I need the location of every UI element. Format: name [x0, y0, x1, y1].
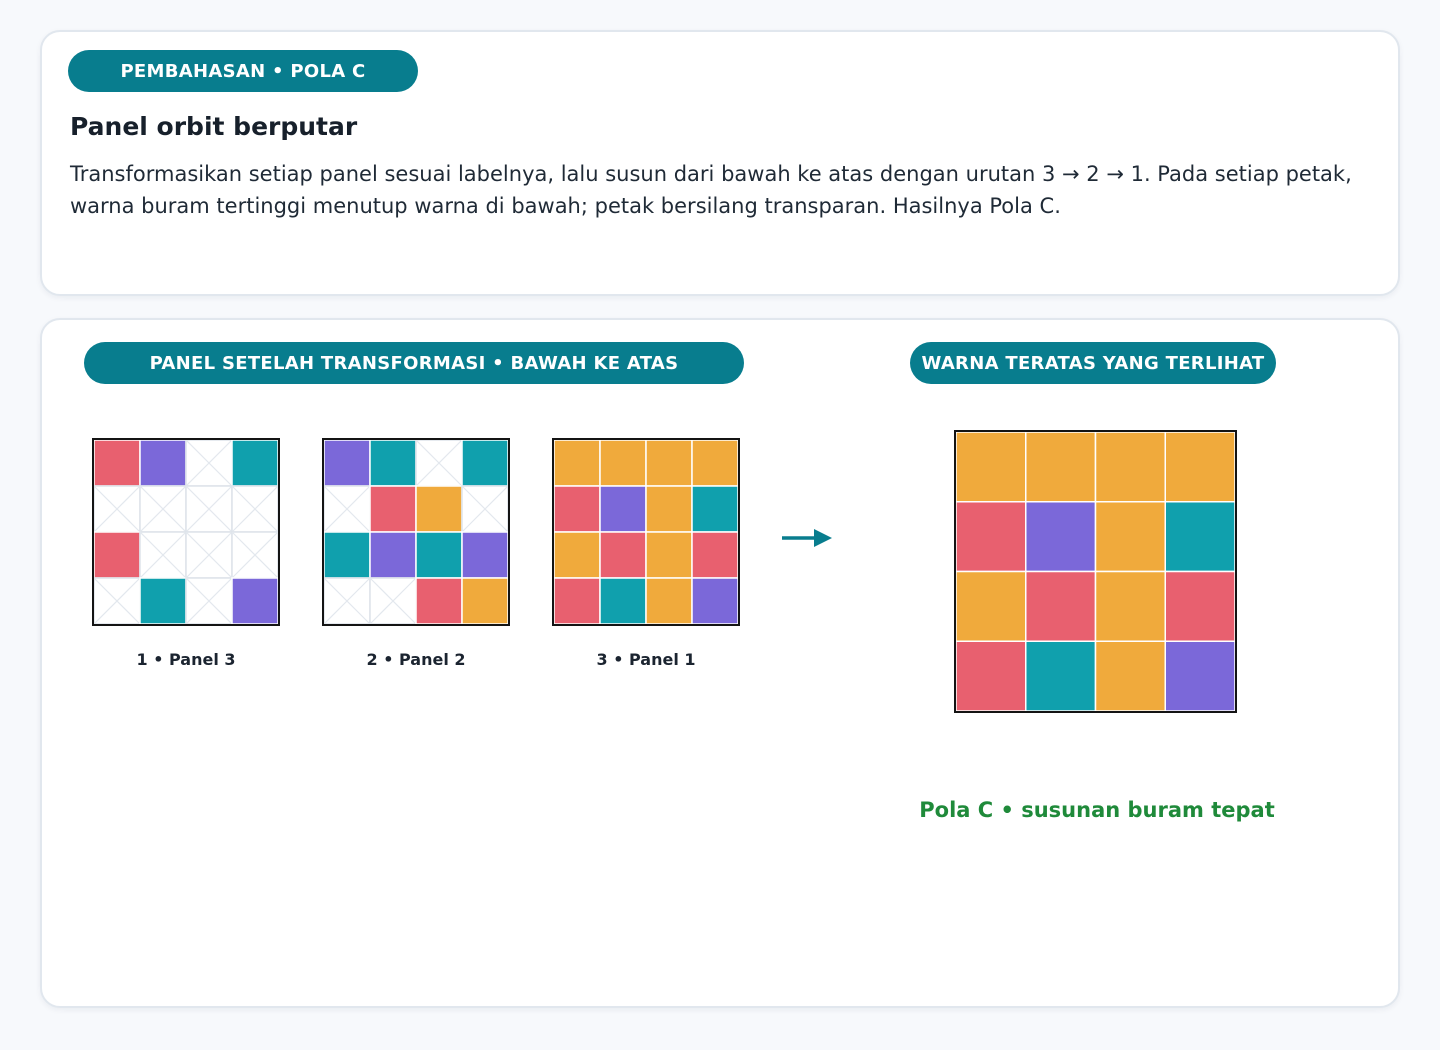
- transparent-cell: [369, 577, 417, 624]
- color-cell: [1094, 431, 1166, 503]
- color-cell: [1164, 431, 1236, 503]
- solution-card: PANEL SETELAH TRANSFORMASI • BAWAH KE AT…: [40, 318, 1400, 1008]
- transparent-cell: [185, 577, 233, 624]
- color-cell: [415, 485, 463, 533]
- explanation-card: PEMBAHASAN • POLA C Panel orbit berputar…: [40, 30, 1400, 296]
- transparent-cell: [185, 440, 233, 487]
- color-cell: [691, 531, 738, 579]
- color-cell: [324, 531, 371, 579]
- color-cell: [1025, 640, 1097, 712]
- transparent-cell: [324, 577, 371, 624]
- color-cell: [369, 531, 417, 579]
- color-cell: [1164, 640, 1236, 712]
- transparent-cell: [415, 440, 463, 487]
- transparent-cell: [139, 531, 187, 579]
- color-cell: [1025, 570, 1097, 642]
- panel-label-1: 1 • Panel 3: [136, 650, 236, 669]
- color-cell: [599, 577, 647, 624]
- color-cell: [1094, 640, 1166, 712]
- transparent-cell: [139, 485, 187, 533]
- color-cell: [231, 577, 278, 624]
- page-title: Panel orbit berputar: [70, 112, 358, 141]
- color-cell: [554, 531, 601, 579]
- instructions-text: Transformasikan setiap panel sesuai labe…: [70, 162, 1352, 218]
- transformed-panel-3: [552, 438, 740, 626]
- color-cell: [691, 440, 738, 487]
- result-header: WARNA TERATAS YANG TERLIHAT: [910, 342, 1276, 384]
- color-cell: [1094, 501, 1166, 573]
- color-cell: [139, 577, 187, 624]
- color-cell: [955, 570, 1027, 642]
- transformed-panel-2: [322, 438, 510, 626]
- transparent-cell: [94, 485, 141, 533]
- color-cell: [324, 440, 371, 487]
- color-cell: [231, 440, 278, 487]
- panel-label-3: 3 • Panel 1: [596, 650, 696, 669]
- color-cell: [955, 501, 1027, 573]
- color-cell: [94, 440, 141, 487]
- color-cell: [599, 440, 647, 487]
- color-cell: [1025, 431, 1097, 503]
- panel-label-2: 2 • Panel 2: [366, 650, 466, 669]
- color-cell: [461, 440, 508, 487]
- transparent-cell: [324, 485, 371, 533]
- color-cell: [645, 531, 693, 579]
- color-cell: [461, 531, 508, 579]
- color-cell: [1164, 501, 1236, 573]
- color-cell: [599, 485, 647, 533]
- transparent-cell: [185, 531, 233, 579]
- result-caption: Pola C • susunan buram tepat: [919, 798, 1275, 822]
- panels-header: PANEL SETELAH TRANSFORMASI • BAWAH KE AT…: [84, 342, 744, 384]
- color-cell: [691, 485, 738, 533]
- transparent-cell: [461, 485, 508, 533]
- color-cell: [645, 485, 693, 533]
- color-cell: [369, 440, 417, 487]
- color-cell: [369, 485, 417, 533]
- transparent-cell: [231, 485, 278, 533]
- color-cell: [599, 531, 647, 579]
- transparent-cell: [185, 485, 233, 533]
- color-cell: [955, 431, 1027, 503]
- color-cell: [1094, 570, 1166, 642]
- color-cell: [554, 440, 601, 487]
- color-cell: [94, 531, 141, 579]
- color-cell: [139, 440, 187, 487]
- color-cell: [691, 577, 738, 624]
- arrow-right-icon: [782, 529, 832, 547]
- transparent-cell: [231, 531, 278, 579]
- transformed-panel-1: [92, 438, 280, 626]
- color-cell: [554, 577, 601, 624]
- color-cell: [645, 440, 693, 487]
- color-cell: [415, 577, 463, 624]
- result-pattern-grid: [954, 430, 1237, 713]
- color-cell: [955, 640, 1027, 712]
- color-cell: [1164, 570, 1236, 642]
- transparent-cell: [94, 577, 141, 624]
- color-cell: [415, 531, 463, 579]
- section-badge: PEMBAHASAN • POLA C: [68, 50, 418, 92]
- color-cell: [554, 485, 601, 533]
- color-cell: [461, 577, 508, 624]
- color-cell: [645, 577, 693, 624]
- color-cell: [1025, 501, 1097, 573]
